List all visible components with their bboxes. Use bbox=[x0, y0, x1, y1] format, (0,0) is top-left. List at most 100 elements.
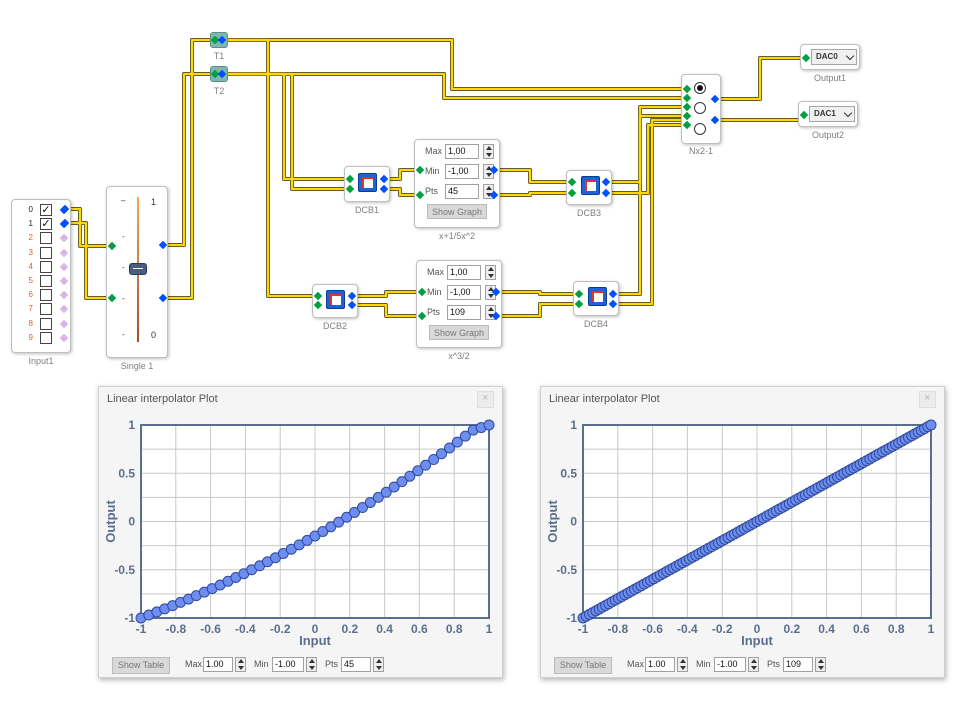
input-row-6[interactable]: 6 bbox=[12, 289, 70, 302]
x-tick-label: 0.6 bbox=[411, 622, 428, 636]
show-graph-button[interactable]: Show Graph bbox=[429, 325, 489, 340]
checkbox[interactable] bbox=[40, 246, 52, 259]
x-tick-label: 0 bbox=[312, 622, 319, 636]
pts-field[interactable]: 109 bbox=[783, 657, 813, 672]
wire bbox=[493, 168, 575, 184]
min-arrows[interactable] bbox=[306, 657, 317, 672]
pts-field[interactable]: 45 bbox=[445, 184, 479, 199]
input-row-port[interactable] bbox=[59, 290, 69, 300]
wire bbox=[351, 290, 425, 298]
pts-field[interactable]: 45 bbox=[341, 657, 371, 672]
x-tick-label: -0.8 bbox=[165, 622, 186, 636]
checkbox[interactable]: ✓ bbox=[40, 218, 52, 231]
max-spinner[interactable]: Max 1,00 bbox=[427, 265, 499, 280]
max-field[interactable]: 1.00 bbox=[645, 657, 675, 672]
min-spinner[interactable]: Min -1,00 bbox=[425, 164, 497, 179]
max-arrows[interactable] bbox=[677, 657, 688, 672]
dcb3-block[interactable] bbox=[566, 170, 612, 205]
input-row-0[interactable]: 0✓ bbox=[12, 204, 70, 217]
interp-top-block[interactable]: Max 1,00 Min -1,00 Pts 45 Show Graph bbox=[414, 139, 500, 228]
wire bbox=[612, 105, 690, 296]
max-spinner[interactable]: Max 1,00 bbox=[425, 144, 497, 159]
min-spinner[interactable]: Min -1,00 bbox=[427, 285, 499, 300]
radio-icon[interactable] bbox=[694, 82, 706, 94]
min-field[interactable]: -1,00 bbox=[447, 285, 481, 300]
data-point bbox=[325, 521, 337, 533]
max-arrows[interactable] bbox=[235, 657, 246, 672]
min-field[interactable]: -1.00 bbox=[272, 657, 304, 672]
pts-arrows[interactable] bbox=[373, 657, 384, 672]
input-row-port[interactable] bbox=[59, 262, 69, 272]
show-table-button[interactable]: Show Table bbox=[112, 657, 170, 674]
input-row-1[interactable]: 1✓ bbox=[12, 218, 70, 231]
input-row-port[interactable] bbox=[59, 276, 69, 286]
max-field[interactable]: 1,00 bbox=[447, 265, 481, 280]
max-arrows[interactable] bbox=[483, 144, 494, 159]
checkbox[interactable] bbox=[40, 275, 52, 287]
checkbox[interactable] bbox=[40, 289, 52, 302]
checkbox[interactable] bbox=[40, 331, 52, 344]
pts-arrows[interactable] bbox=[815, 657, 826, 672]
close-icon[interactable] bbox=[919, 391, 936, 408]
max-field[interactable]: 1,00 bbox=[445, 144, 479, 159]
close-icon[interactable] bbox=[477, 391, 494, 408]
data-point bbox=[348, 506, 360, 518]
input-row-port[interactable] bbox=[59, 305, 69, 314]
input-row-4[interactable]: 4 bbox=[12, 260, 70, 274]
min-arrows[interactable] bbox=[748, 657, 759, 672]
pts-field[interactable]: 109 bbox=[447, 305, 481, 320]
input-row-3[interactable]: 3 bbox=[12, 246, 70, 260]
y-tick-label: 1 bbox=[570, 418, 577, 432]
min-field[interactable]: -1,00 bbox=[445, 164, 479, 179]
y-tick-label: 0.5 bbox=[118, 466, 135, 480]
dac0-select[interactable]: DAC0 bbox=[811, 49, 857, 65]
min-field[interactable]: -1.00 bbox=[714, 657, 746, 672]
plot-max-spinner[interactable]: Max 1.00 bbox=[185, 657, 249, 672]
radio-icon[interactable] bbox=[694, 102, 706, 114]
x-tick-label: 0.6 bbox=[853, 622, 870, 636]
max-field[interactable]: 1.00 bbox=[203, 657, 233, 672]
checkbox[interactable] bbox=[40, 232, 52, 245]
plot-window-1[interactable]: Linear interpolator Plot -1-0.8-0.6-0.4-… bbox=[98, 386, 503, 678]
input-row-9[interactable]: 9 bbox=[12, 331, 70, 345]
plot-pts-spinner[interactable]: Pts 109 bbox=[767, 657, 831, 672]
input-row-7[interactable]: 7 bbox=[12, 303, 70, 316]
checkbox[interactable] bbox=[40, 317, 52, 330]
tick-5: - bbox=[122, 330, 125, 339]
dac1-select[interactable]: DAC1 bbox=[809, 106, 855, 122]
single1-block[interactable]: 1 0 – - - - - bbox=[106, 186, 168, 358]
input-row-port[interactable] bbox=[59, 248, 69, 257]
show-table-button[interactable]: Show Table bbox=[554, 657, 612, 674]
checkbox[interactable]: ✓ bbox=[40, 204, 52, 216]
radio-icon[interactable] bbox=[694, 123, 706, 135]
plot-max-spinner[interactable]: Max 1.00 bbox=[627, 657, 691, 672]
pts-spinner[interactable]: Pts 109 bbox=[427, 305, 499, 320]
wire bbox=[64, 207, 114, 248]
show-graph-button[interactable]: Show Graph bbox=[427, 204, 487, 219]
input-row-port[interactable] bbox=[59, 234, 69, 243]
checkbox[interactable] bbox=[40, 303, 52, 316]
input-row-port[interactable] bbox=[59, 333, 69, 343]
plot-pts-spinner[interactable]: Pts 45 bbox=[325, 657, 389, 672]
chevron-down-icon bbox=[845, 51, 855, 61]
plot-min-spinner[interactable]: Min -1.00 bbox=[254, 657, 328, 672]
max-arrows[interactable] bbox=[485, 265, 496, 280]
x-tick-label: 0.4 bbox=[376, 622, 393, 636]
plot-window-2[interactable]: Linear interpolator Plot -1-0.8-0.6-0.4-… bbox=[540, 386, 945, 678]
dac0-value: DAC0 bbox=[816, 52, 838, 61]
dac1-value: DAC1 bbox=[814, 109, 836, 118]
wire bbox=[493, 191, 575, 197]
plot-min-spinner[interactable]: Min -1.00 bbox=[696, 657, 770, 672]
input-row-2[interactable]: 2 bbox=[12, 232, 70, 245]
dcb4-block[interactable] bbox=[573, 281, 619, 316]
interp-bottom-block[interactable]: Max 1,00 Min -1,00 Pts 109 Show Graph bbox=[416, 260, 502, 348]
pts-spinner[interactable]: Pts 45 bbox=[425, 184, 497, 199]
checkbox[interactable] bbox=[40, 260, 52, 273]
dcb1-block[interactable] bbox=[344, 166, 390, 202]
input-row-port[interactable] bbox=[59, 319, 69, 328]
slider-handle[interactable] bbox=[129, 263, 147, 275]
input-row-5[interactable]: 5 bbox=[12, 275, 70, 288]
wire bbox=[714, 56, 809, 101]
input-row-8[interactable]: 8 bbox=[12, 317, 70, 331]
